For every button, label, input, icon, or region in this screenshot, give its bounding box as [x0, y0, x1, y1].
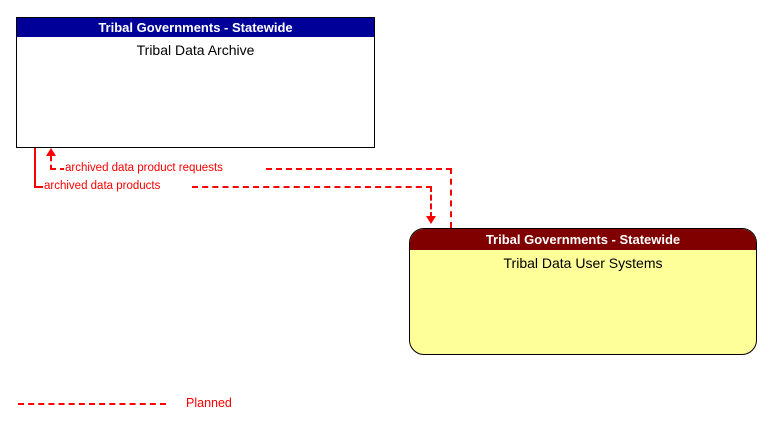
flow-products-horizontal-segment	[192, 186, 432, 188]
flow-requests-elbow-segment	[50, 168, 66, 170]
flow-products-arrowhead-icon	[426, 216, 436, 224]
node-stakeholder-header: Tribal Governments - Statewide	[17, 18, 374, 37]
legend-planned-label: Planned	[186, 396, 232, 410]
flow-products-vertical-left-segment	[34, 148, 36, 187]
legend-planned-line-sample	[18, 403, 166, 405]
flow-label-archived-data-product-requests: archived data product requests	[64, 162, 224, 175]
flow-products-vertical-right-segment	[430, 186, 432, 218]
flow-requests-horizontal-segment	[266, 168, 452, 170]
node-title: Tribal Data Archive	[136, 42, 255, 58]
node-title: Tribal Data User Systems	[503, 255, 663, 271]
flow-requests-vertical-left-segment	[50, 156, 52, 170]
flow-requests-arrowhead-icon	[46, 148, 56, 156]
flow-products-elbow-segment	[34, 186, 44, 188]
node-tribal-data-archive[interactable]: Tribal Governments - Statewide Tribal Da…	[16, 17, 375, 148]
flow-label-archived-data-products: archived data products	[43, 180, 162, 193]
node-stakeholder-header: Tribal Governments - Statewide	[410, 229, 756, 250]
node-tribal-data-user-systems[interactable]: Tribal Governments - Statewide Tribal Da…	[409, 228, 757, 355]
flow-requests-vertical-right-segment	[450, 168, 452, 228]
